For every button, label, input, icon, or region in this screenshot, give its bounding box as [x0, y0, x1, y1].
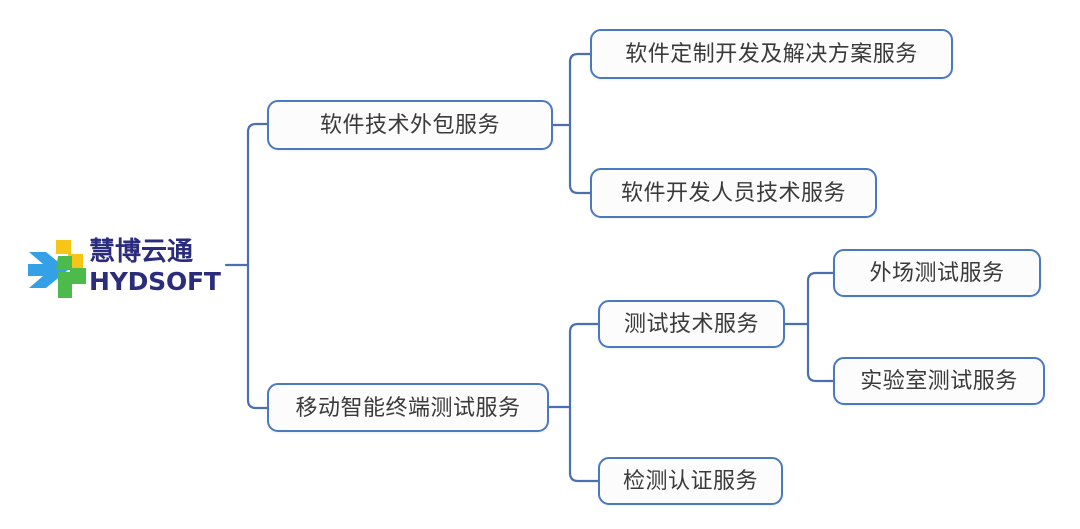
- connector-testing-lower: [806, 322, 835, 383]
- node-testing-technology-services[interactable]: 测试技术服务: [598, 300, 785, 348]
- node-mobile-terminal-testing[interactable]: 移动智能终端测试服务: [267, 383, 549, 432]
- logo-chinese-name: 慧博云通: [89, 237, 194, 267]
- node-label: 软件技术外包服务: [319, 112, 500, 137]
- connector-software-lower: [568, 123, 592, 195]
- hydsoft-logo: 慧博云通 HYDSOFT: [26, 234, 226, 304]
- node-label: 软件定制开发及解决方案服务: [625, 41, 918, 66]
- logo-green-arm: [70, 268, 86, 281]
- node-label: 测试技术服务: [623, 311, 759, 336]
- node-label: 软件开发人员技术服务: [620, 180, 846, 205]
- connector-mobile-upper: [568, 322, 600, 409]
- connector-software-upper: [568, 52, 592, 127]
- node-laboratory-testing-services[interactable]: 实验室测试服务: [833, 357, 1045, 405]
- connector-mobile-lower: [568, 405, 600, 483]
- hydsoft-pinwheel-logo-icon: [28, 240, 86, 298]
- logo-blue-bar: [28, 264, 56, 276]
- node-label: 实验室测试服务: [860, 368, 1018, 393]
- node-label: 移动智能终端测试服务: [295, 394, 521, 420]
- node-field-testing-services[interactable]: 外场测试服务: [833, 249, 1041, 297]
- connector-testing-upper: [806, 271, 835, 326]
- logo-english-name: HYDSOFT: [89, 267, 221, 296]
- connector-level1-upper: [246, 122, 269, 267]
- node-custom-software-development[interactable]: 软件定制开发及解决方案服务: [590, 29, 953, 79]
- connector-level1-lower: [246, 263, 269, 410]
- node-label: 检测认证服务: [622, 468, 758, 493]
- node-label: 外场测试服务: [869, 260, 1005, 285]
- logo-green-lower: [58, 272, 72, 298]
- node-developer-technical-services[interactable]: 软件开发人员技术服务: [590, 168, 877, 218]
- logo-yellow-shape: [56, 240, 83, 268]
- logo-wordmark: 慧博云通 HYDSOFT: [89, 238, 229, 300]
- node-software-outsourcing[interactable]: 软件技术外包服务: [267, 100, 553, 150]
- node-inspection-certification-services[interactable]: 检测认证服务: [598, 457, 783, 505]
